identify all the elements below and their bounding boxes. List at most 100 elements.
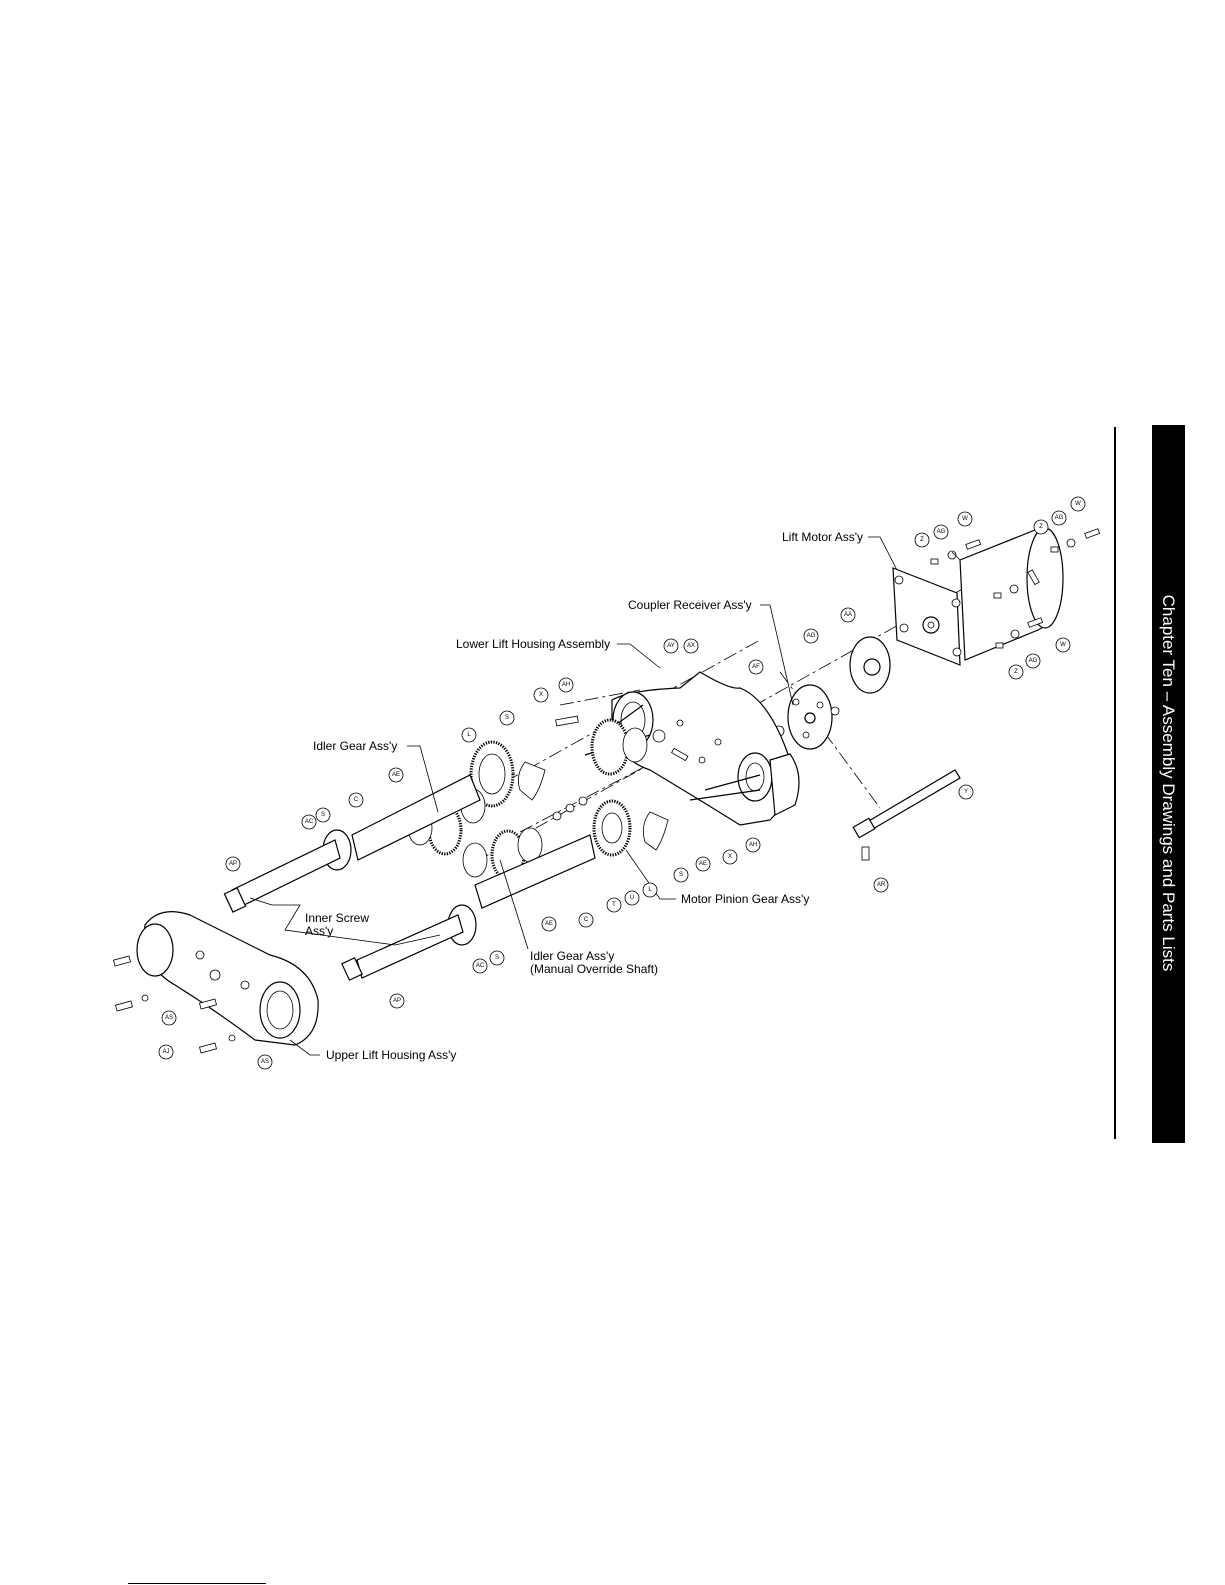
svg-text:X: X [728,854,732,860]
callout-l: L [642,882,658,898]
svg-text:W: W [1060,642,1066,648]
chapter-tab-label: Chapter Ten – Assembly Drawings and Part… [1159,594,1178,972]
svg-text:X: X [539,692,543,698]
svg-text:AY: AY [667,643,675,649]
upper-lift-housing [136,911,319,1046]
svg-text:C: C [354,797,359,803]
callout-c: C [348,792,364,808]
svg-text:AH: AH [562,682,570,688]
label-inner-screw-line2: Ass'y [305,924,333,938]
svg-text:AC: AC [476,963,485,969]
callout-w: W [1055,637,1071,653]
svg-text:AP: AP [393,998,401,1004]
svg-text:AE: AE [392,772,400,778]
svg-text:W: W [962,516,968,522]
svg-text:Z: Z [1039,524,1043,530]
svg-text:AG: AG [937,529,946,535]
callout-bubbles: Z AG W Z AG W AG AA AF AY AX X AH S L AE… [158,496,1086,1070]
svg-text:L: L [467,732,471,738]
callout-z: Z [1033,519,1049,535]
callout-s: S [673,867,689,883]
label-idler-gear: Idler Gear Ass'y [313,739,397,753]
callout-w: W [957,511,973,527]
callout-ag: AG [1025,653,1041,669]
svg-text:AH: AH [749,842,757,848]
callout-u: U [624,890,640,906]
svg-text:S: S [679,872,683,878]
label-lift-motor: Lift Motor Ass'y [782,530,863,544]
callout-as: AS [161,1010,177,1026]
svg-text:Z: Z [920,537,924,543]
drive-rod [852,769,961,861]
label-upper-lift-housing: Upper Lift Housing Ass'y [326,1048,456,1062]
callout-s: S [489,950,505,966]
leader-lines [249,536,961,1056]
label-coupler-receiver: Coupler Receiver Ass'y [628,598,752,612]
callout-x: X [722,849,738,865]
svg-text:AS: AS [165,1015,173,1021]
callout-ac: AC [301,814,317,830]
callout-ae: AE [541,916,557,932]
callout-ag: AG [1051,510,1067,526]
svg-text:L: L [648,887,652,893]
motor-fasteners [930,528,1101,649]
svg-text:AA: AA [844,612,852,618]
svg-text:AS: AS [261,1059,269,1065]
footer-rule [128,1583,266,1584]
callout-as: AS [257,1054,273,1070]
label-motor-pinion-gear: Motor Pinion Gear Ass'y [681,892,809,906]
callout-l: L [461,727,477,743]
callout-ag: AG [803,628,819,644]
svg-text:C: C [584,917,589,923]
svg-text:AJ: AJ [162,1049,169,1055]
svg-text:AG: AG [807,633,816,639]
part-labels: Lift Motor Ass'y Coupler Receiver Ass'y … [305,530,863,1062]
svg-text:Y: Y [964,789,968,795]
callout-t: T [606,897,622,913]
callout-ax: AX [683,638,699,654]
callout-s: S [499,710,515,726]
label-idler-gear-override-line2: (Manual Override Shaft) [530,962,658,976]
label-idler-gear-override-line1: Idler Gear Ass'y [530,949,614,963]
svg-text:AE: AE [545,921,553,927]
callout-ae: AE [695,856,711,872]
callout-ap: AP [225,856,241,872]
svg-text:U: U [630,895,634,901]
svg-text:AP: AP [229,861,237,867]
callout-ah: AH [745,837,761,853]
callout-ag: AG [933,524,949,540]
gears [407,718,669,881]
callout-ar: AR [873,877,889,893]
svg-text:T: T [612,902,616,908]
lift-motor-assembly [892,527,1064,666]
callout-ah: AH [558,677,574,693]
svg-text:AX: AX [687,643,695,649]
callout-z: Z [1008,664,1024,680]
callout-ac: AC [472,958,488,974]
label-inner-screw-line1: Inner Screw [305,911,369,925]
callout-y: Y [958,784,974,800]
coupler-receiver-assembly [773,636,891,750]
svg-text:AG: AG [1029,658,1038,664]
svg-text:S: S [505,715,509,721]
svg-text:AE: AE [699,861,707,867]
callout-c: C [578,912,594,928]
svg-text:S: S [321,812,325,818]
chapter-side-tab [1152,425,1185,1143]
svg-text:S: S [495,955,499,961]
callout-af: AF [748,659,764,675]
svg-text:AG: AG [1055,515,1064,521]
label-lower-lift-housing: Lower Lift Housing Assembly [456,637,610,651]
svg-text:W: W [1075,501,1081,507]
svg-text:AR: AR [877,882,886,888]
side-divider-rule [1114,427,1116,1139]
callout-ay: AY [663,638,679,654]
upper-housing-screws [113,955,236,1054]
callout-aj: AJ [158,1044,174,1060]
svg-text:AC: AC [305,819,314,825]
callout-s: S [315,807,331,823]
callout-aa: AA [840,607,856,623]
callout-x: X [533,687,549,703]
svg-text:Z: Z [1014,669,1018,675]
